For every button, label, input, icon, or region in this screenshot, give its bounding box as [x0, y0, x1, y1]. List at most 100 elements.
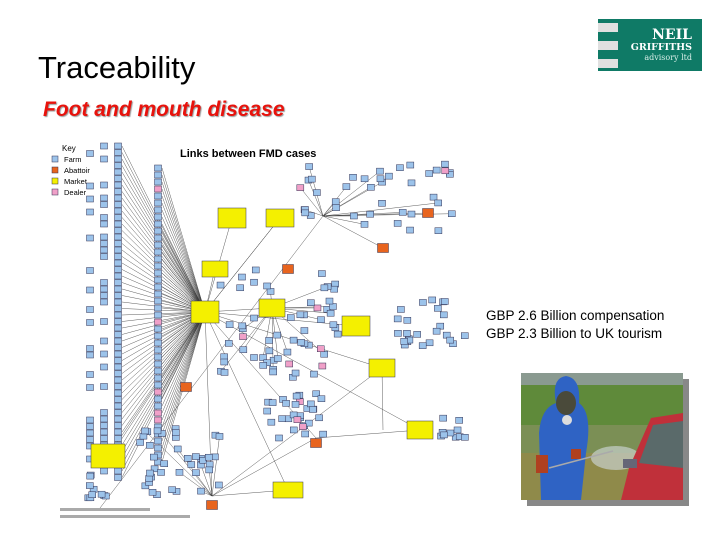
abattoir-node	[310, 438, 322, 448]
farm-node	[154, 437, 162, 445]
farm-node	[160, 460, 168, 467]
farm-node	[259, 354, 267, 361]
farm-node	[100, 337, 108, 345]
link-edge	[161, 223, 206, 313]
farm-node	[398, 209, 407, 216]
link-edge	[161, 311, 206, 400]
link-edge	[308, 180, 324, 217]
farm-node	[291, 369, 300, 377]
farm-node	[114, 246, 122, 254]
farm-node	[301, 209, 309, 217]
farm-node	[154, 346, 162, 354]
farm-node	[114, 233, 122, 241]
abattoir-node	[206, 500, 218, 510]
farm-node	[100, 415, 108, 423]
farm-node	[114, 188, 122, 195]
link-edge	[121, 171, 206, 313]
farm-node	[154, 234, 162, 242]
farm-node	[461, 434, 469, 441]
farm-node	[296, 311, 305, 319]
farm-node	[114, 318, 122, 325]
cost-stats: GBP 2.6 Billion compensation GBP 2.3 Bil…	[486, 307, 664, 343]
farm-node	[100, 292, 108, 299]
farm-node	[100, 428, 108, 436]
link-edge	[121, 243, 206, 313]
link-edge	[121, 178, 206, 313]
farm-node	[342, 183, 351, 190]
farm-node	[440, 298, 449, 305]
farm-node	[259, 362, 268, 369]
market-node	[272, 481, 304, 499]
link-edge	[322, 212, 403, 217]
farm-node	[434, 305, 442, 312]
diagram-footnote	[60, 508, 190, 518]
farm-node	[455, 417, 463, 424]
farm-node	[197, 487, 205, 495]
dealer-node	[154, 388, 162, 396]
link-edge	[161, 188, 206, 313]
farm-node	[145, 475, 153, 482]
farm-node	[154, 255, 162, 263]
farm-node	[329, 321, 338, 329]
link-edge	[322, 202, 439, 217]
dealer-node	[285, 360, 293, 368]
link-edge	[161, 311, 206, 393]
farm-node	[250, 314, 258, 322]
diagram-title: Links between FMD cases	[180, 148, 316, 160]
farm-node	[154, 381, 162, 389]
farm-node	[239, 346, 248, 353]
farm-node	[114, 383, 122, 390]
farm-node	[238, 273, 246, 281]
farm-node	[446, 170, 454, 178]
farm-node	[286, 314, 295, 321]
link-edge	[381, 367, 384, 431]
farm-node	[100, 253, 108, 260]
link-edge	[121, 152, 206, 313]
dealer-node	[293, 416, 302, 423]
farm-node	[114, 272, 122, 280]
farm-node	[376, 167, 384, 175]
farm-node	[86, 319, 94, 326]
abattoir-node	[282, 264, 294, 274]
farm-node	[114, 266, 122, 273]
farm-node	[154, 269, 162, 277]
company-logo: NEIL GRIFFITHS advisory ltd	[598, 19, 702, 71]
edges	[99, 145, 452, 509]
link-edge	[121, 311, 206, 381]
link-edge	[315, 429, 421, 439]
farm-node	[289, 426, 298, 434]
farm-node	[100, 220, 108, 228]
farm-node	[172, 429, 180, 436]
farm-node	[86, 416, 94, 424]
farm-node	[154, 220, 162, 228]
link-edge	[161, 311, 206, 386]
farm-node	[100, 201, 108, 208]
farm-node	[192, 469, 200, 476]
farm-node	[265, 347, 274, 355]
farm-node	[154, 241, 162, 249]
farm-node	[86, 384, 94, 391]
logo-line2: GRIFFITHS	[630, 42, 692, 53]
legend-label: Farm	[64, 155, 82, 164]
farm-node	[313, 189, 321, 196]
farm-node	[418, 342, 427, 349]
farm-node	[205, 466, 213, 474]
farm-node	[100, 246, 108, 254]
farm-node	[429, 193, 438, 201]
dealer-node	[296, 184, 305, 191]
farm-node	[154, 360, 162, 368]
farm-node	[318, 270, 326, 277]
farm-node	[154, 290, 162, 298]
farm-node	[273, 331, 281, 339]
farm-node	[403, 317, 412, 324]
logo-line3: advisory ltd	[644, 53, 692, 62]
farm-node	[236, 284, 244, 292]
farm-node	[100, 435, 108, 442]
market-node	[341, 315, 371, 337]
farm-node	[148, 489, 157, 496]
farm-node	[114, 389, 122, 397]
farm-node	[86, 482, 94, 489]
farm-node	[114, 428, 122, 436]
farm-node	[141, 427, 149, 435]
